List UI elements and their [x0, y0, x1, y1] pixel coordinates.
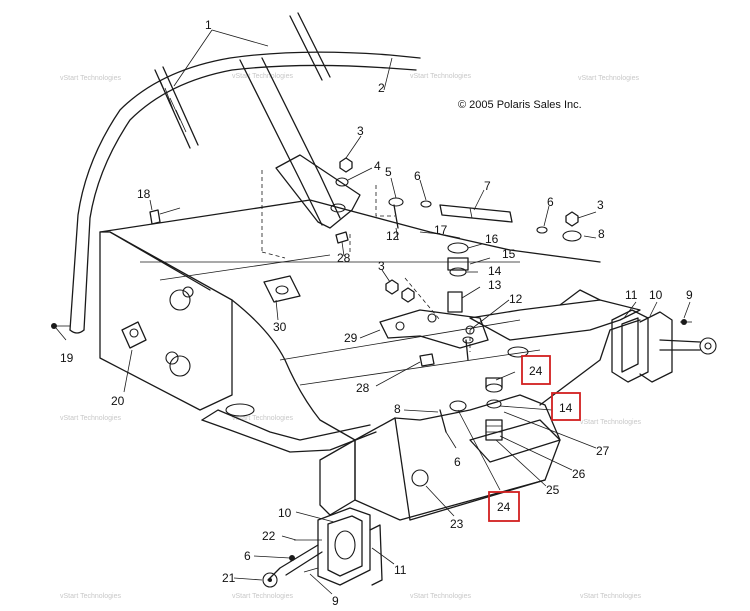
label-11: 11 [625, 288, 638, 302]
watermark-text: vStart Technologies [60, 593, 121, 600]
label-6: 6 [547, 195, 554, 209]
watermark-text: vStart Technologies [232, 593, 293, 600]
label-10: 10 [278, 506, 292, 520]
watermark-text: vStart Technologies [410, 593, 471, 600]
label-26: 26 [572, 467, 586, 481]
copyright-text: © 2005 Polaris Sales Inc. [458, 99, 582, 111]
label-13: 13 [488, 278, 502, 292]
steering-post-part [239, 57, 361, 229]
label-29: 29 [344, 331, 358, 345]
right-tierod-end-part [611, 309, 717, 383]
label-2: 2 [378, 81, 385, 95]
label-5: 5 [385, 165, 392, 179]
label-12: 12 [386, 229, 400, 243]
label-9: 9 [686, 288, 693, 302]
highlight-label-24: 24 [529, 364, 543, 378]
label-12: 12 [509, 292, 523, 306]
label-17: 17 [434, 223, 448, 237]
label-6: 6 [454, 455, 461, 469]
watermark-text: vStart Technologies [232, 415, 293, 422]
highlighted-callouts: 24 14 24 [488, 355, 581, 522]
label-9: 9 [332, 594, 339, 608]
handlebar-part [69, 12, 421, 334]
label-30: 30 [273, 320, 287, 334]
label-19: 19 [60, 351, 74, 365]
watermark-text: vStart Technologies [578, 75, 639, 82]
lower-tierod-end-part [262, 507, 383, 588]
label-3: 3 [357, 124, 364, 138]
watermark-layer: vStart Technologies vStart Technologies … [60, 73, 641, 600]
highlight-label-24: 24 [497, 500, 511, 514]
watermark-text: vStart Technologies [60, 75, 121, 82]
watermark-text: vStart Technologies [60, 415, 121, 422]
label-25: 25 [546, 483, 560, 497]
label-28: 28 [356, 381, 370, 395]
label-6: 6 [244, 549, 251, 563]
label-8: 8 [394, 402, 401, 416]
label-16: 16 [485, 232, 499, 246]
label-22: 22 [262, 529, 276, 543]
label-3: 3 [597, 198, 604, 212]
label-28: 28 [337, 251, 351, 265]
label-8: 8 [598, 227, 605, 241]
hardware-parts [51, 157, 582, 582]
watermark-text: vStart Technologies [232, 73, 293, 80]
label-21: 21 [222, 571, 236, 585]
label-15: 15 [502, 247, 516, 261]
watermark-text: vStart Technologies [410, 73, 471, 80]
guide-lines [261, 170, 471, 352]
leader-lines [55, 29, 691, 595]
label-7: 7 [484, 179, 491, 193]
watermark-text: vStart Technologies [580, 419, 641, 426]
label-4: 4 [374, 159, 381, 173]
highlight-box [488, 491, 520, 522]
label-11: 11 [394, 563, 407, 577]
label-23: 23 [450, 517, 464, 531]
label-27: 27 [596, 444, 610, 458]
label-18: 18 [137, 187, 151, 201]
plate-holes [121, 286, 255, 417]
label-3: 3 [378, 259, 385, 273]
label-20: 20 [111, 394, 125, 408]
frame-body-part [99, 199, 641, 521]
highlight-box [521, 355, 551, 385]
callout-labels: 1 2 3 4 5 6 7 6 3 8 17 16 15 12 14 13 12… [60, 18, 693, 608]
label-1: 1 [205, 18, 212, 32]
highlight-box [551, 392, 581, 421]
label-10: 10 [649, 288, 663, 302]
label-14: 14 [488, 264, 502, 278]
label-6: 6 [414, 169, 421, 183]
highlight-label-14: 14 [559, 401, 573, 415]
watermark-text: vStart Technologies [580, 593, 641, 600]
